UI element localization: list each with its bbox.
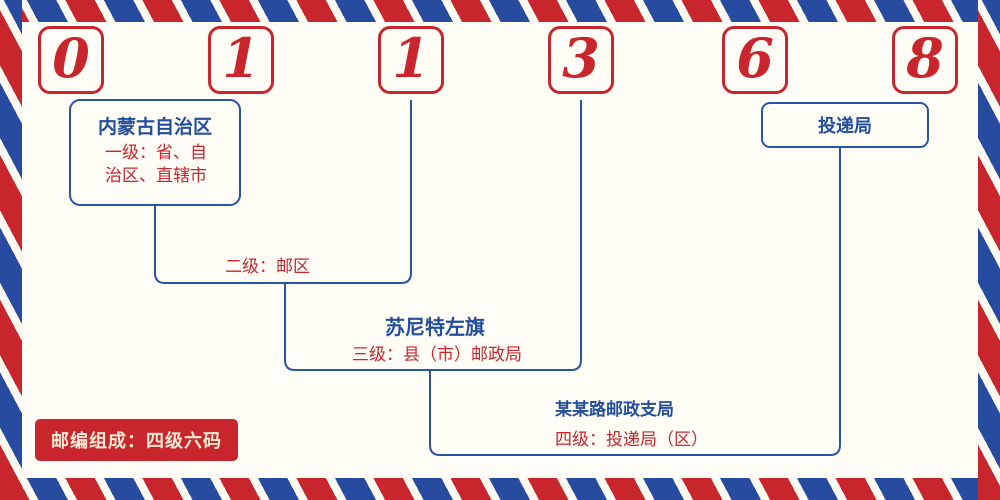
composition-badge: 邮编组成：四级六码 (35, 419, 238, 461)
level2-label: 二级：邮区 (225, 257, 310, 276)
delivery-office-label: 投递局 (818, 116, 872, 136)
postal-digit-6: 8 (906, 26, 944, 90)
level1-region-name: 内蒙古自治区 (97, 117, 212, 138)
level4-label: 四级：投递局（区） (555, 430, 708, 449)
postal-digit-box-4: 3 (548, 26, 614, 94)
postal-digit-box-6: 8 (892, 26, 958, 94)
postal-digit-3: 1 (392, 26, 430, 90)
postal-digit-5: 6 (736, 26, 774, 90)
level1-label: 一级：省、自治区、直辖市 (105, 143, 207, 186)
postal-digit-box-1: 0 (38, 26, 104, 94)
postal-digit-2: 1 (222, 26, 260, 90)
airmail-border-right (978, 0, 1000, 500)
postal-digit-box-3: 1 (378, 26, 444, 94)
postal-digit-1: 0 (52, 26, 90, 90)
level3-label: 三级：县（市）邮政局 (352, 345, 522, 364)
level4-region-name: 某某路邮政支局 (555, 400, 674, 419)
airmail-border-left (0, 0, 22, 500)
postal-digit-box-2: 1 (208, 26, 274, 94)
airmail-border-top (0, 0, 1000, 22)
level3-region-name: 苏尼特左旗 (385, 317, 485, 339)
airmail-border-bottom (0, 478, 1000, 500)
postal-digit-4: 3 (562, 26, 600, 90)
postal-digit-box-5: 6 (722, 26, 788, 94)
